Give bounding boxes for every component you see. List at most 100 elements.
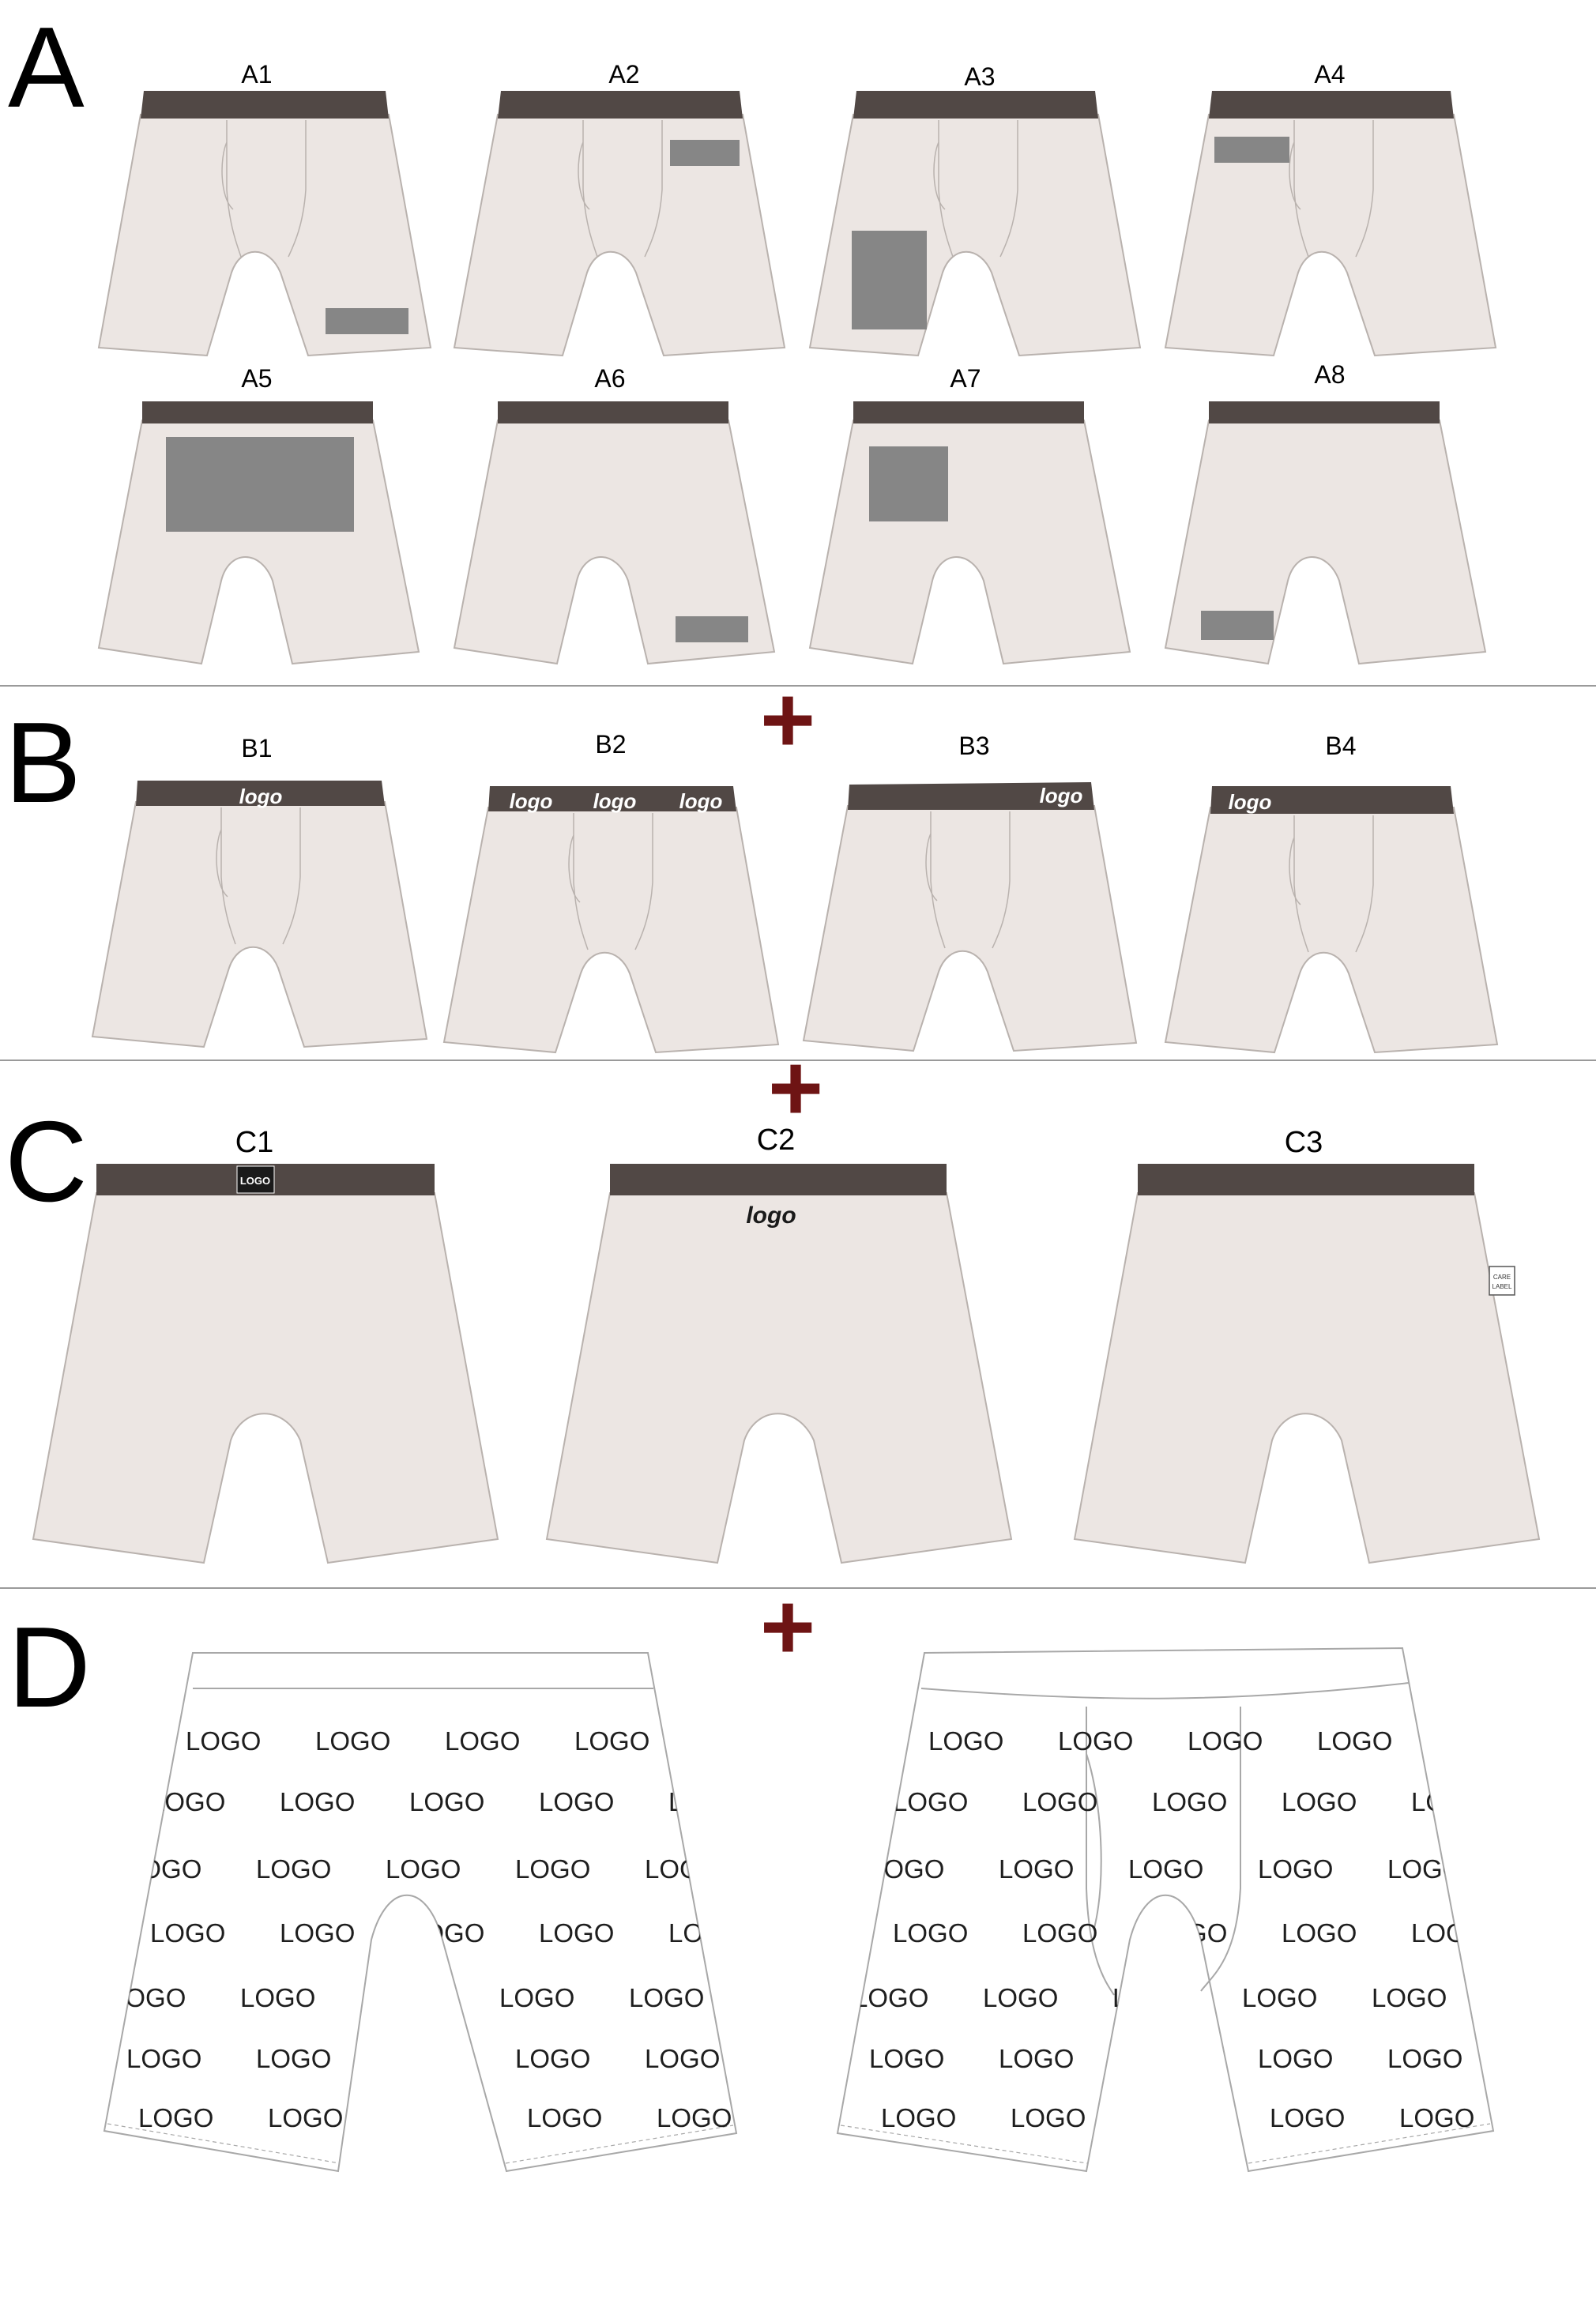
item-label-c2: C2 <box>757 1124 796 1157</box>
pattern-logo-text: LOGO <box>1112 1983 1188 2012</box>
shorts-body <box>802 805 1138 1052</box>
shorts-body <box>1073 1192 1541 1564</box>
waistband <box>853 91 1098 119</box>
pattern-logo-text: LOGO <box>869 2044 944 2073</box>
front-fly <box>1289 120 1374 258</box>
shorts-a8: A8 <box>1164 360 1487 665</box>
front-fly <box>925 811 1011 949</box>
pattern-logo-text: LOGO <box>126 1854 201 1884</box>
shorts-body <box>808 420 1131 665</box>
pattern-logo-text: LOGO <box>527 2103 602 2132</box>
waistband-logo-right: logo <box>679 789 723 813</box>
section-b: B1 logo B2 logo logo logo B3 logo B4 <box>91 730 1499 1054</box>
pattern-logo-text: LOGO <box>386 1854 461 1884</box>
pattern-logo-text: LOGO <box>1242 1983 1317 2012</box>
pattern-logo-text: LOGO <box>1058 1726 1133 1756</box>
pattern-logo-text: LOGO <box>256 2044 331 2073</box>
placement-patch <box>1214 137 1289 163</box>
pattern-logo-text: LOGO <box>397 2103 472 2132</box>
item-label-a8: A8 <box>1314 360 1345 389</box>
placement-patch <box>670 140 740 166</box>
pattern-logo-text: LOGO <box>1372 1983 1447 2012</box>
care-label <box>1489 1266 1515 1296</box>
shorts-a7: A7 <box>808 364 1131 665</box>
pattern-logo-text: LOGO <box>1411 1787 1486 1816</box>
pattern-logo-text: LOGO <box>138 2103 213 2132</box>
hem-stitch <box>107 2123 734 2164</box>
section-c: C1 LOGO C2 logo C3 CARE LABEL <box>32 1124 1541 1564</box>
pattern-logo-text: LOGO <box>1282 1918 1357 1948</box>
shorts-a5: A5 <box>97 364 420 665</box>
shorts-d-back: LOGO LOGO LOGO LOGO LOGO LOGO LOGO LOGO LOGO LOGO… <box>103 1652 779 2173</box>
pattern-logo-text: LOGO <box>1258 1854 1333 1884</box>
item-label-a1: A1 <box>241 60 272 88</box>
item-label-a7: A7 <box>950 364 981 393</box>
pattern-logo-text: LOGO <box>445 1726 520 1756</box>
pattern-logo-text: LOGO <box>893 1787 968 1816</box>
shorts-b4: B4 logo <box>1164 732 1499 1054</box>
care-label-line1: CARE <box>1493 1274 1511 1281</box>
pattern-logo-text: LOGO <box>657 2103 732 2132</box>
waistband <box>610 1164 947 1195</box>
placement-patch <box>1201 611 1274 640</box>
pattern-logo-text: LOGO <box>1011 2103 1086 2132</box>
pattern-logo-text: LOGO <box>668 1918 743 1948</box>
pattern-logo-text: LOGO <box>853 1983 928 2012</box>
waistband <box>141 91 389 119</box>
item-label-b1: B1 <box>241 734 272 762</box>
pattern-logo-text: LOGO <box>1317 1726 1392 1756</box>
waistband-logo-center: logo <box>593 789 637 813</box>
waistband-logo-left: logo <box>510 789 553 813</box>
shorts-c3: C3 CARE LABEL <box>1073 1126 1541 1564</box>
pattern-logo-text: LOGO <box>515 2044 590 2073</box>
pattern-logo-text: LOGO <box>881 2103 956 2132</box>
pattern-logo-text: LOGO <box>315 1726 390 1756</box>
pattern-logo-text: LOGO <box>409 1787 484 1816</box>
shorts-d-front: LOGO LOGO LOGO LOGO LOGO LOGO LOGO LOGO LOGO LOGO… <box>836 1647 1495 2173</box>
plus-sign-bc: + <box>768 1035 823 1141</box>
section-dividers <box>0 685 1596 1589</box>
shorts-body <box>836 1647 1495 2173</box>
front-fly <box>221 120 307 258</box>
shorts-body <box>1164 420 1487 665</box>
waistband <box>1209 91 1454 119</box>
shorts-b3: B3 logo <box>802 732 1138 1052</box>
section-a: A1 A2 A3 A4 <box>97 60 1497 665</box>
pattern-logo-text: LOGO <box>645 2044 720 2073</box>
placement-patch <box>326 308 408 334</box>
pattern-logo-text: LOGO <box>574 1726 649 1756</box>
pattern-logo-text: LOGO <box>539 1787 614 1816</box>
pattern-logo-text: LOGO <box>1282 1787 1357 1816</box>
front-fly <box>1086 1707 1241 1996</box>
pattern-logo-text: LOGO <box>893 1918 968 1948</box>
placement-patch <box>869 446 948 521</box>
pattern-logo-text: LOGO <box>150 1918 225 1948</box>
care-label-line2: LABEL <box>1492 1283 1512 1290</box>
pattern-logo-text: LOGO <box>1411 1918 1486 1948</box>
front-fly <box>216 807 301 945</box>
pattern-logo-text: LOGO <box>1152 1787 1227 1816</box>
pattern-logo-text: LOGO <box>409 1918 484 1948</box>
logo-tag-text: LOGO <box>240 1175 270 1187</box>
pattern-logo-text: LOGO <box>515 1854 590 1884</box>
waistband-logo: logo <box>1229 790 1272 814</box>
shorts-a3: A3 <box>808 62 1142 357</box>
shorts-body <box>97 114 432 357</box>
front-fly <box>578 120 663 258</box>
shorts-body <box>1164 807 1499 1054</box>
shorts-body <box>453 420 776 665</box>
waistband <box>853 401 1084 423</box>
waistband <box>1209 401 1440 423</box>
pattern-logo-text: LOGO <box>704 1726 779 1756</box>
shorts-body <box>91 801 428 1048</box>
shorts-body <box>103 1652 738 2173</box>
shorts-body <box>32 1192 499 1564</box>
pattern-logo-text: LOGO <box>499 1983 574 2012</box>
hem-stitch <box>840 2123 1491 2164</box>
pattern-logo-text: LOGO <box>240 1983 315 2012</box>
section-letter-d: D <box>8 1603 91 1731</box>
item-label-a5: A5 <box>241 364 272 393</box>
pattern-logo-text: LOGO <box>370 1983 445 2012</box>
waistband <box>142 401 373 423</box>
